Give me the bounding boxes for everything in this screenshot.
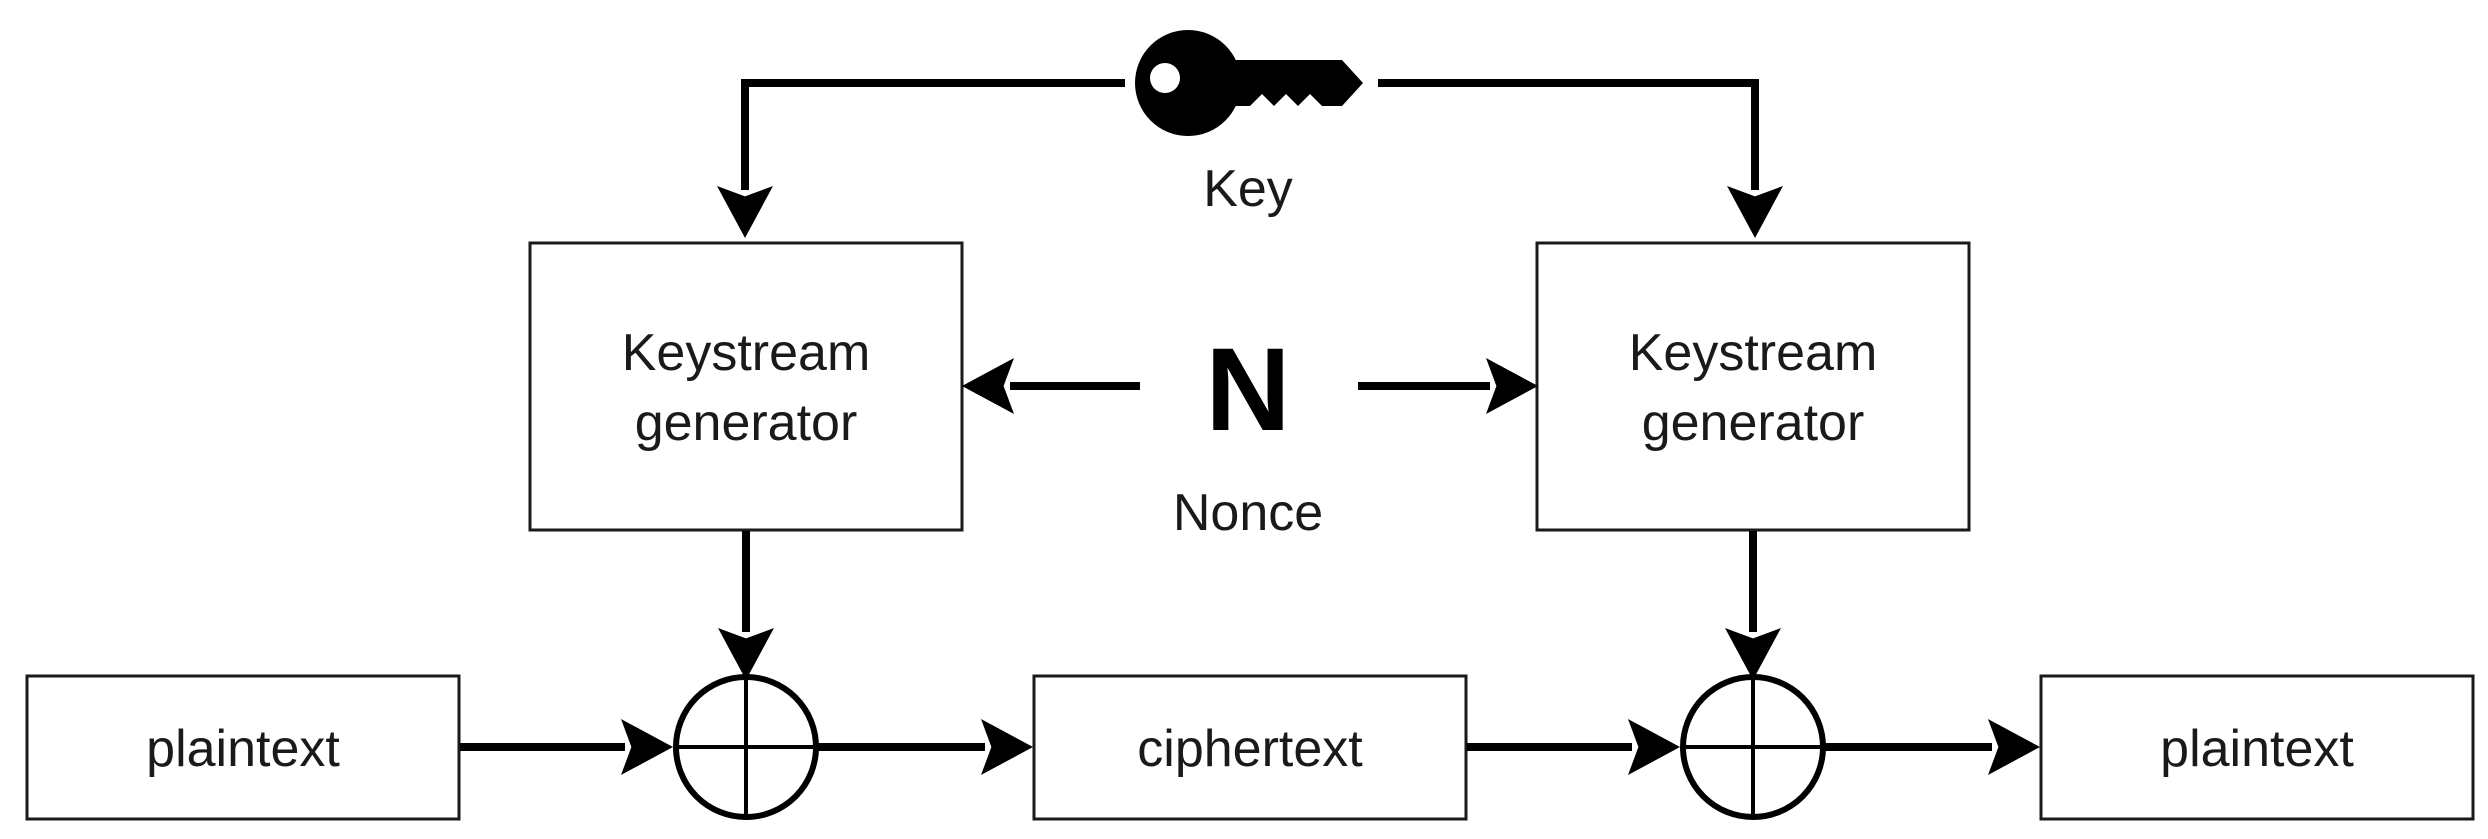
key-line-left <box>717 79 1125 238</box>
nonce-symbol: N <box>1205 324 1290 456</box>
keystream-generator-right: Keystream generator <box>1535 241 1971 532</box>
nonce-label: Nonce <box>1173 484 1323 542</box>
key-label: Key <box>1203 160 1293 218</box>
key-line-right <box>1378 79 1783 238</box>
generator-right-line2: generator <box>1642 394 1865 452</box>
keystream-generator-left: Keystream generator <box>528 241 964 532</box>
ciphertext-label: ciphertext <box>1137 720 1363 778</box>
plaintext-output-label: plaintext <box>2160 720 2354 778</box>
xor-circle-plus-icon <box>673 674 819 820</box>
plaintext-input-label: plaintext <box>146 720 340 778</box>
xor-circle-plus-icon <box>1680 674 1826 820</box>
key-icon <box>1135 30 1363 136</box>
plaintext-output-box: plaintext <box>2039 674 2475 821</box>
plaintext-input-box: plaintext <box>25 674 461 821</box>
generator-right-line1: Keystream <box>1629 324 1878 382</box>
generator-left-line1: Keystream <box>622 324 871 382</box>
generator-left-line2: generator <box>635 394 858 452</box>
ciphertext-box: ciphertext <box>1032 674 1468 821</box>
